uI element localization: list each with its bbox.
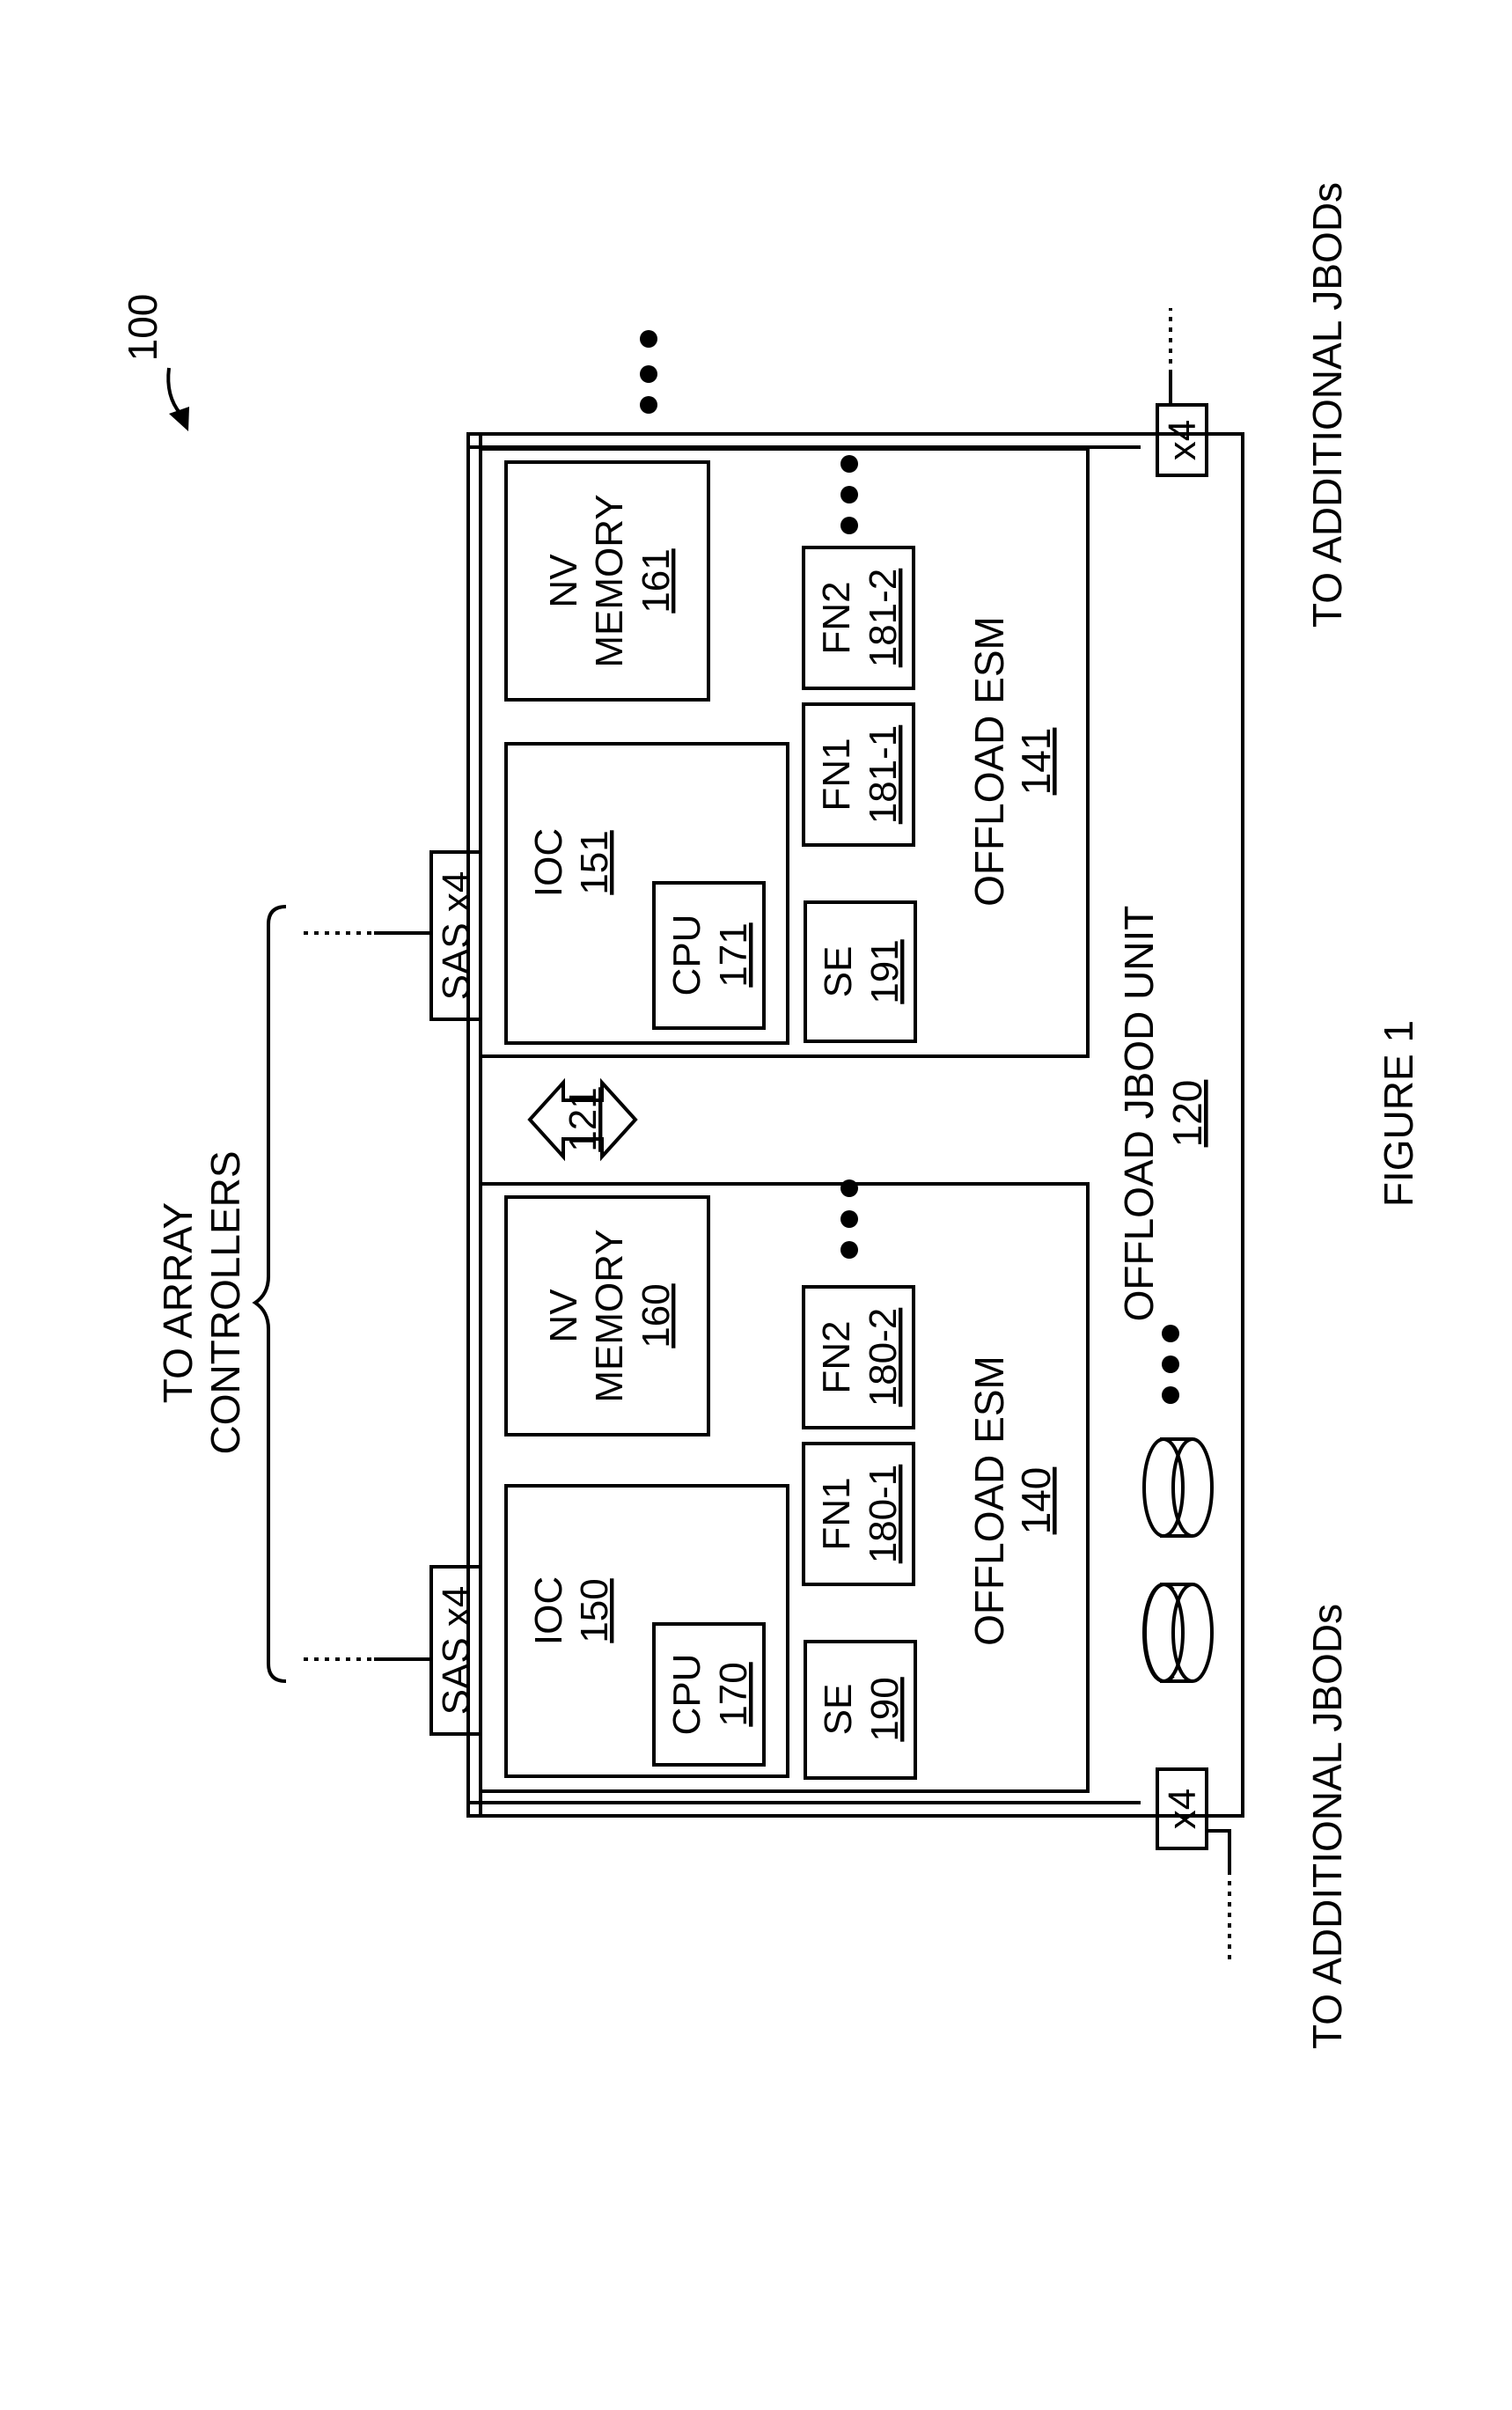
fn2-181-2-number: 181-2 (862, 569, 905, 668)
nv-160-line2: MEMORY (588, 1229, 631, 1402)
disk-drive-icon (1144, 1439, 1212, 1536)
ellipsis-icon (1162, 1325, 1179, 1404)
fn1-181-1-label: FN1 (815, 738, 858, 811)
nv-160-number: 160 (635, 1283, 678, 1348)
fn1-181-1: FN1 181-1 (804, 704, 914, 845)
cpu-171-number: 171 (712, 922, 755, 987)
array-controllers-label: TO ARRAY CONTROLLERS (155, 1150, 248, 1454)
sas-port-left-label: SAS x4 (435, 1586, 478, 1716)
fn1-180-1: FN1 180-1 (804, 1444, 914, 1584)
fn2-181-2: FN2 181-2 (804, 547, 914, 688)
expansion-port-left-label: x4 (1161, 1789, 1204, 1829)
expansion-port-right: x4 (1157, 308, 1207, 475)
fn2-180-2: FN2 180-2 (804, 1287, 914, 1428)
se-190-label: SE (817, 1684, 860, 1736)
disk-drive-icon (1144, 1584, 1212, 1681)
cpu-170-label: CPU (665, 1654, 708, 1736)
nv-160-line1: NV (542, 1289, 585, 1343)
ellipsis-icon (840, 455, 858, 534)
brace-icon (255, 907, 286, 1681)
array-controllers-line1: TO ARRAY (155, 1202, 201, 1403)
fn1-181-1-number: 181-1 (862, 725, 905, 825)
esm-141-label: OFFLOAD ESM (966, 616, 1012, 907)
jbod-unit-label: OFFLOAD JBOD UNIT (1116, 906, 1162, 1322)
sas-port-left: SAS x4 (431, 1567, 481, 1734)
ellipsis-icon (840, 1179, 858, 1259)
sas-port-right: SAS x4 (431, 852, 481, 1019)
expansion-port-left: x4 (1157, 1769, 1229, 1963)
nv-161-line2: MEMORY (588, 494, 631, 667)
figure-caption: FIGURE 1 (1376, 1020, 1421, 1207)
reference-100: 100 (120, 294, 189, 431)
cpu-171-label: CPU (665, 915, 708, 996)
nv-memory-161: NV MEMORY 161 (506, 462, 708, 700)
esm-140-number: 140 (1013, 1467, 1059, 1535)
esm-140-label: OFFLOAD ESM (966, 1356, 1012, 1646)
reference-number: 100 (120, 294, 165, 362)
additional-jbods-label-left: TO ADDITIONAL JBODs (1304, 1604, 1350, 2049)
ioc-151-number: 151 (573, 830, 616, 894)
se-190: SE 190 (805, 1642, 915, 1778)
reference-arrow-head (169, 407, 189, 431)
esm-right: IOC 151 CPU 171 SE 191 FN1 181-1 FN2 181… (481, 449, 1088, 1056)
esm-141-number: 141 (1013, 728, 1059, 796)
fn2-180-2-label: FN2 (815, 1320, 858, 1393)
se-191-label: SE (817, 946, 860, 998)
fn1-180-1-number: 180-1 (862, 1465, 905, 1564)
ioc-150-label: IOC (527, 1576, 570, 1645)
array-controllers-line2: CONTROLLERS (202, 1150, 248, 1454)
ellipsis-icon (640, 330, 657, 414)
ioc-151: IOC 151 CPU 171 (506, 744, 788, 1043)
fn1-180-1-label: FN1 (815, 1477, 858, 1550)
additional-jbods-label-right: TO ADDITIONAL JBODs (1304, 182, 1350, 628)
sas-port-right-label: SAS x4 (435, 871, 478, 1001)
cpu-170-number: 170 (712, 1662, 755, 1726)
ioc-150-number: 150 (573, 1578, 616, 1642)
jbod-unit-number: 120 (1164, 1080, 1210, 1148)
esm-left: IOC 150 CPU 170 SE 190 FN1 180-1 FN2 180… (481, 1179, 1088, 1791)
fn2-181-2-label: FN2 (815, 581, 858, 654)
se-190-number: 190 (863, 1677, 906, 1741)
interconnect-121-number: 121 (561, 1087, 605, 1151)
ioc-151-label: IOC (527, 828, 570, 897)
interconnect-121: 121 (530, 1083, 635, 1157)
nv-161-number: 161 (635, 548, 678, 613)
nv-memory-160: NV MEMORY 160 (506, 1197, 708, 1435)
se-191: SE 191 (805, 902, 915, 1041)
fn2-180-2-number: 180-2 (862, 1308, 905, 1407)
reference-arrow-icon (168, 368, 180, 414)
expansion-port-right-label: x4 (1161, 420, 1204, 460)
nv-161-line1: NV (542, 554, 585, 608)
se-191-number: 191 (863, 939, 906, 1003)
ioc-150: IOC 150 CPU 170 (506, 1486, 788, 1776)
